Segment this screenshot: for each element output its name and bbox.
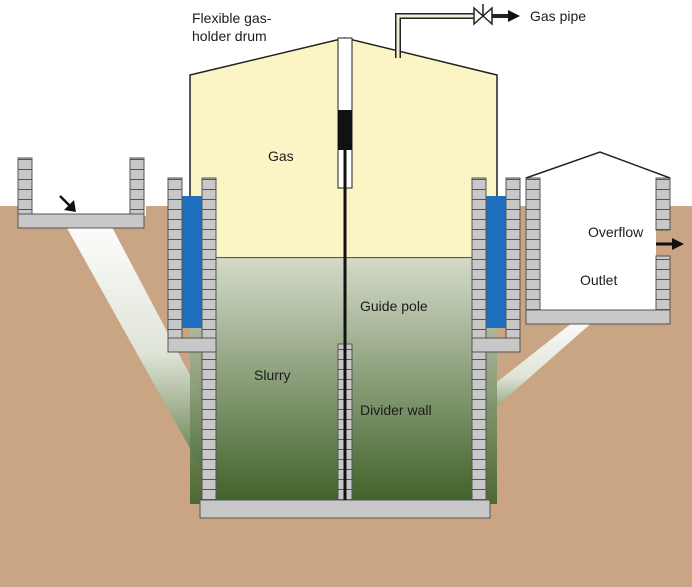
outlet-roof xyxy=(525,151,671,179)
inlet-wall-right xyxy=(129,157,145,219)
right-outer-wall xyxy=(505,177,521,341)
inlet-floor xyxy=(17,213,145,229)
left-outer-wall xyxy=(167,177,183,341)
outlet-pipe xyxy=(470,312,604,430)
drum-label-line2: holder drum xyxy=(192,28,267,44)
guide-pole-collar xyxy=(338,110,352,150)
inlet-wall-left xyxy=(17,157,33,219)
slurry-label: Slurry xyxy=(254,367,291,383)
outlet-wall-left xyxy=(525,177,541,325)
overflow-label: Overflow xyxy=(588,224,644,240)
drum-label-line1: Flexible gas- xyxy=(192,10,272,26)
outlet-tank-interior xyxy=(540,188,656,316)
left-ledge xyxy=(167,337,217,353)
outlet-floor xyxy=(525,309,671,325)
right-ledge xyxy=(471,337,521,353)
inlet-arrow-icon xyxy=(64,200,76,212)
outlet-wall-right xyxy=(655,177,671,231)
guide-pole-label: Guide pole xyxy=(360,298,428,314)
divider-wall-label: Divider wall xyxy=(360,402,432,418)
water-seal-right xyxy=(486,196,506,328)
water-seal-left xyxy=(182,196,202,328)
overflow-arrow-icon xyxy=(672,238,684,250)
gas-pipe-line xyxy=(395,13,474,58)
gas-pipe-arrow-icon xyxy=(508,10,520,22)
gas-label: Gas xyxy=(268,148,294,164)
gas-pipe-label: Gas pipe xyxy=(530,8,587,24)
base-slab xyxy=(199,499,491,519)
outlet-label: Outlet xyxy=(580,272,618,288)
inlet-label: Inlet xyxy=(42,174,69,190)
inlet-pit xyxy=(22,158,146,216)
